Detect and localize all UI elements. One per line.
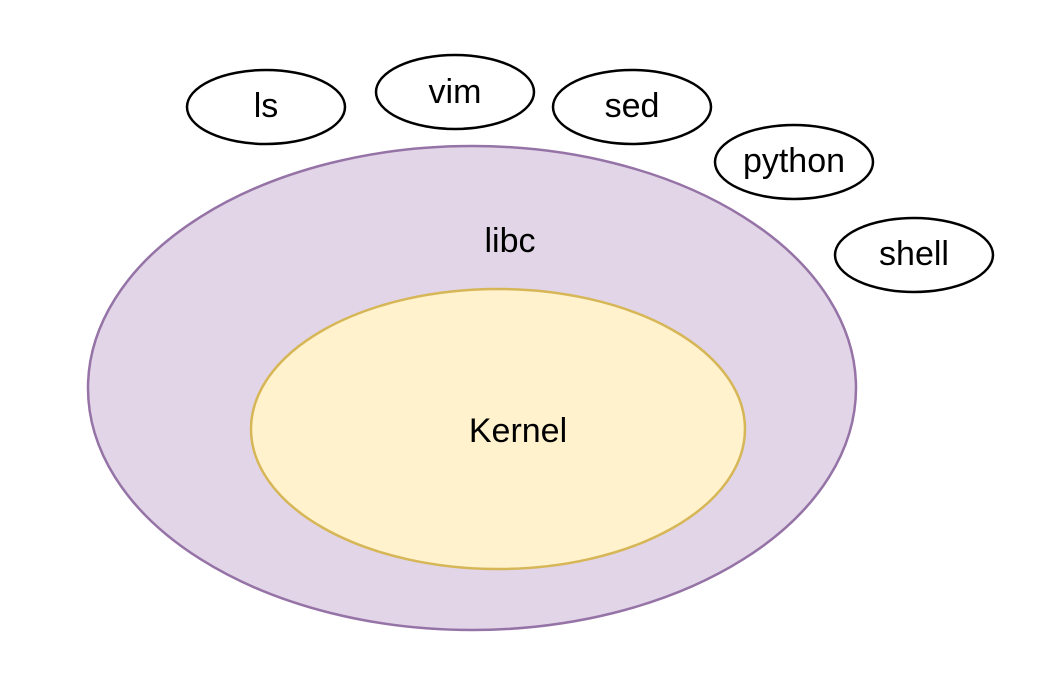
program-python: python <box>713 123 875 201</box>
kernel-ellipse <box>249 287 747 571</box>
program-sed-ellipse <box>551 68 713 146</box>
program-shell-ellipse <box>833 216 995 294</box>
program-ls-label: ls <box>254 87 279 125</box>
program-sed: sed <box>551 68 713 146</box>
program-python-label: python <box>743 142 845 180</box>
kernel-layer: Kernel <box>249 287 747 571</box>
program-shell: shell <box>833 216 995 294</box>
program-vim: vim <box>374 53 536 131</box>
libc-label: libc <box>484 222 535 260</box>
program-ls-ellipse <box>185 68 347 146</box>
program-vim-label: vim <box>429 73 482 111</box>
program-python-ellipse <box>713 123 875 201</box>
kernel-label: Kernel <box>469 412 567 450</box>
program-vim-ellipse <box>374 53 536 131</box>
program-sed-label: sed <box>605 87 660 125</box>
program-shell-label: shell <box>879 235 949 273</box>
program-ls: ls <box>185 68 347 146</box>
